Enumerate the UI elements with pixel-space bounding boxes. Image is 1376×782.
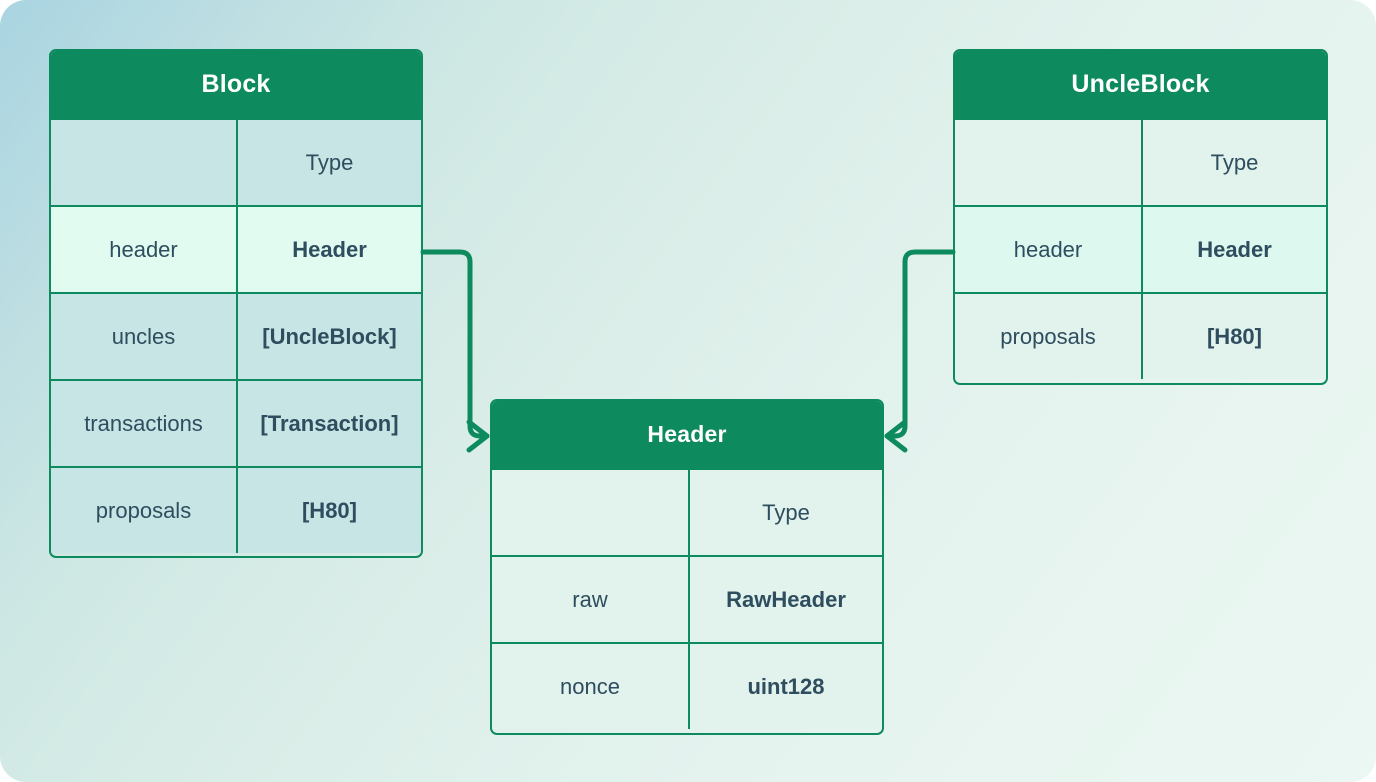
field-name: transactions (84, 410, 203, 436)
field-name: proposals (95, 497, 192, 523)
field-name: proposals (1000, 323, 1096, 349)
entity-header-col-type: Type (688, 470, 882, 555)
field-type: uint128 (688, 644, 882, 729)
field-name: nonce (560, 673, 620, 699)
field-type: RawHeader (688, 557, 882, 642)
entity-uncleblock-title: UncleBlock (955, 51, 1326, 118)
entity-header-title: Header (492, 401, 882, 468)
field-type: [H80] (236, 468, 421, 553)
entity-block[interactable]: Block Type header Header uncles [UncleBl… (49, 49, 423, 558)
field-name: header (1013, 236, 1083, 262)
entity-header-row-nonce[interactable]: nonce uint128 (492, 642, 882, 729)
field-type: Header (236, 207, 421, 292)
entity-header-row-raw[interactable]: raw RawHeader (492, 555, 882, 642)
arrowhead-block-to-header (466, 419, 490, 453)
field-type: [UncleBlock] (236, 294, 421, 379)
entity-block-title: Block (51, 51, 421, 118)
entity-block-row-transactions[interactable]: transactions [Transaction] (51, 379, 421, 466)
field-name: uncles (111, 323, 176, 349)
field-type: [H80] (1141, 294, 1326, 379)
connector-block-to-header (420, 249, 490, 439)
entity-header-col-blank (492, 470, 688, 555)
entity-uncleblock-col-blank (955, 120, 1141, 205)
entity-header-column-header-row: Type (492, 468, 882, 555)
entity-block-col-type: Type (236, 120, 421, 205)
connector-uncleblock-to-header (884, 249, 956, 439)
field-name: header (109, 236, 178, 262)
entity-uncleblock-row-header[interactable]: header Header (955, 205, 1326, 292)
entity-block-row-header[interactable]: header Header (51, 205, 421, 292)
field-type: [Transaction] (236, 381, 421, 466)
entity-uncleblock-col-type: Type (1141, 120, 1326, 205)
entity-uncleblock-row-proposals[interactable]: proposals [H80] (955, 292, 1326, 379)
field-name: raw (572, 586, 608, 612)
entity-uncleblock-column-header-row: Type (955, 118, 1326, 205)
entity-block-column-header-row: Type (51, 118, 421, 205)
entity-block-row-proposals[interactable]: proposals [H80] (51, 466, 421, 553)
arrowhead-uncleblock-to-header (884, 419, 908, 453)
entity-uncleblock[interactable]: UncleBlock Type header Header proposals … (953, 49, 1328, 385)
entity-block-row-uncles[interactable]: uncles [UncleBlock] (51, 292, 421, 379)
entity-block-col-blank (51, 120, 236, 205)
field-type: Header (1141, 207, 1326, 292)
entity-header[interactable]: Header Type raw RawHeader nonce uint128 (490, 399, 884, 735)
